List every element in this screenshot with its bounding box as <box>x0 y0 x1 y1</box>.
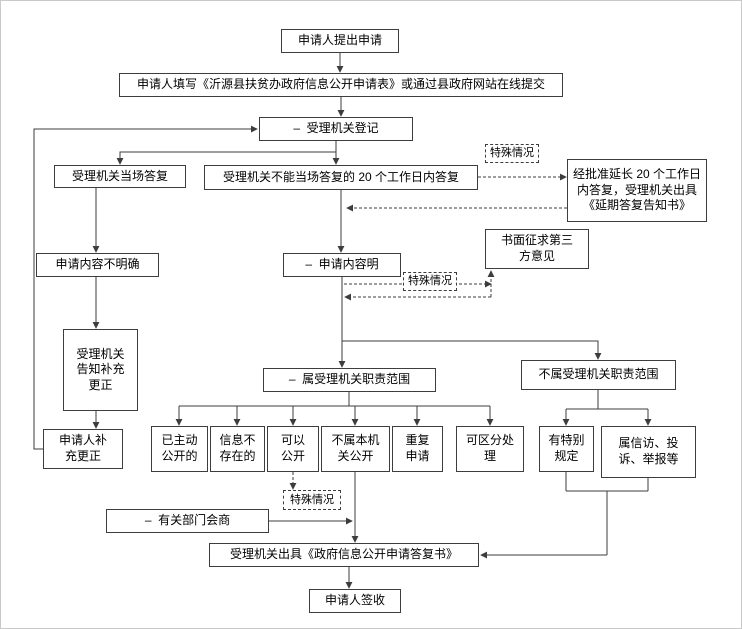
node-already-public: 已主动 公开的 <box>151 426 208 472</box>
node-reply-document: 受理机关出具《政府信息公开申请答复书》 <box>209 543 479 567</box>
node-out-of-scope: 不属受理机关职责范围 <box>521 360 676 390</box>
edge <box>116 151 336 165</box>
label-special-case-1: 特殊情况 <box>485 144 539 163</box>
edge <box>33 125 258 450</box>
node-separable-handling: 可区分处 理 <box>456 426 524 472</box>
node-applicant-sign: 申请人签收 <box>309 589 401 613</box>
node-notify-supplement: 受理机关 告知补充 更正 <box>63 329 138 411</box>
node-content-unclear: 申请内容不明确 <box>36 253 159 277</box>
node-delayed-reply: 受理机关不能当场答复的 20 个工作日内答复 <box>204 165 478 190</box>
edge <box>342 340 602 360</box>
node-content-clear: – 申请内容明 <box>283 253 401 277</box>
node-fill-form: 申请人填写《沂源县扶贫办政府信息公开申请表》或通过县政府网站在线提交 <box>119 73 563 97</box>
node-repeat-apply: 重复 申请 <box>392 426 443 472</box>
node-department-consult: – 有关部门会商 <box>106 509 269 533</box>
label-special-case-3: 特殊情况 <box>283 490 341 510</box>
node-extend-reply: 经批准延长 20 个工作日 内答复，受理机关出具 《延期答复告知书》 <box>567 159 707 222</box>
node-register: – 受理机关登记 <box>259 117 413 141</box>
node-special-rule: 有特别 规定 <box>539 426 594 472</box>
node-info-not-exist: 信息不 存在的 <box>210 426 265 472</box>
node-can-publish: 可以 公开 <box>267 426 319 472</box>
node-onspot-reply: 受理机关当场答复 <box>54 165 186 188</box>
node-applicant-supplement: 申请人补 充更正 <box>43 429 123 469</box>
node-applicant-submit: 申请人提出申请 <box>281 29 399 53</box>
node-third-party-opinion: 书面征求第三 方意见 <box>485 229 589 269</box>
label-special-case-2: 特殊情况 <box>403 272 457 291</box>
node-not-this-org: 不属本机 关公开 <box>321 426 390 472</box>
node-in-scope: – 属受理机关职责范围 <box>263 368 436 392</box>
node-petition-complaint: 属信访、投 诉、举报等 <box>601 426 696 478</box>
